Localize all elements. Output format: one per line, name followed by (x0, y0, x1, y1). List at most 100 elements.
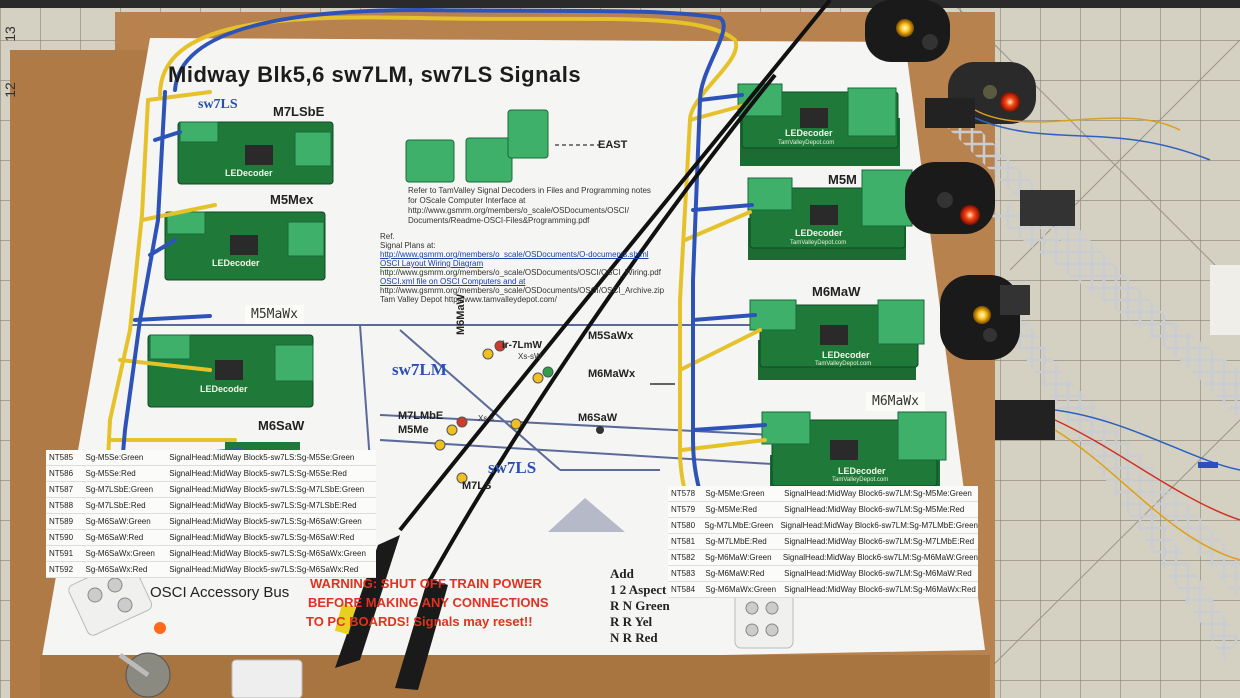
cell-head: SignalHead:MidWay Block5-sw7LS:Sg-M5Se:G… (169, 453, 355, 462)
aspect-line-3: N R Red (610, 630, 658, 645)
table-row: NT585 Sg-M5Se:Green SignalHead:MidWay Bloc… (46, 450, 376, 466)
alligator-clips (334, 535, 448, 690)
blue-marker (1198, 462, 1218, 468)
cell-nt: NT581 (671, 537, 696, 546)
cell-nt: NT579 (671, 505, 696, 514)
cell-sg: Sg-M5Me:Red (705, 505, 757, 514)
pcb-brand-1: LEDecoder (225, 168, 273, 178)
label-m7lsbe: M7LSbE (273, 104, 325, 119)
diagram-label-ir7lmw: ir-7LmW (502, 340, 542, 351)
cell-nt: NT590 (49, 533, 74, 542)
ruler-strip (0, 0, 1240, 8)
loose-terminal-blocks (405, 109, 549, 183)
note-line-1: Refer to TamValley Signal Decoders in Fi… (408, 186, 651, 195)
diagram-label-xs-s: Xs-s (478, 414, 494, 423)
cell-nt: NT584 (671, 585, 696, 594)
aspects-title: Add (610, 566, 634, 581)
pcb-brand-6: LEDecoder (822, 350, 870, 360)
cell-nt: NT587 (49, 485, 74, 494)
aspects-subtitle: 1 2 Aspect (610, 582, 667, 597)
pcb-brand-4: LEDecoder (785, 128, 833, 138)
east-label: EAST (598, 139, 628, 151)
link-3: http://www.gsmrm.org/members/o_scale/OSD… (380, 268, 661, 277)
pcb-brand-7: LEDecoder (838, 466, 886, 476)
pcb-brand-2: LEDecoder (212, 258, 260, 268)
cell-head: SignalHead:MidWay Block5-sw7LS:Sg-M6SaWx… (169, 549, 366, 558)
pcb-brand-5: LEDecoder (795, 228, 843, 238)
cell-head: SignalHead:MidWay Block5-sw7LS:Sg-M6SaW:… (169, 533, 355, 542)
diagram-sw7ls-bottom: sw7LS (488, 458, 537, 477)
note-line-2: for OScale Computer Interface at (408, 196, 526, 205)
label-m6mawx-handwritten: M6MaWx (866, 392, 925, 411)
link-1[interactable]: http://www.gsmrm.org/members/o_scale/OSD… (380, 250, 649, 259)
turnout-symbol (548, 498, 625, 532)
diagram-label-m6mawx: M6MaWx (588, 368, 636, 380)
diagram-label-m5sawx: M5SaWx (588, 330, 634, 342)
mat-diagonals (949, 0, 1240, 698)
cell-head: SignalHead:MidWay Block6-sw7LM:Sg-M5Me:G… (784, 489, 972, 498)
table-row: NT581 Sg-M7LMbE:Red SignalHead:MidWay Bloc… (668, 534, 978, 550)
note-line-3: http://www.gsmrm.org/members/o_scale/OSD… (408, 206, 629, 215)
cell-sg: Sg-M6SaW:Red (85, 533, 144, 542)
ruler-number-13: 13 (1, 26, 18, 42)
cell-head: SignalHead:MidWay Block6-sw7LM:Sg-M7LMbE… (784, 537, 975, 546)
cell-nt: NT585 (49, 453, 74, 462)
pcb-right-3 (749, 299, 925, 380)
pcb-site-6: TamValleyDepot.com (815, 361, 872, 367)
cell-nt: NT588 (49, 501, 74, 510)
cell-nt: NT578 (671, 489, 696, 498)
bottom-cork-edge (40, 655, 990, 698)
signal-head-3 (905, 162, 995, 234)
cell-sg: Sg-M6SaWx:Green (85, 549, 155, 558)
aspect-line-1: R N Green (610, 598, 670, 613)
cell-nt: NT586 (49, 469, 74, 478)
aspect-line-2: R R Yel (610, 614, 653, 629)
sheet-title: Midway Blk5,6 sw7LM, sw7LS Signals (168, 62, 582, 87)
osci-bus-label: OSCI Accessory Bus (150, 584, 290, 601)
cell-sg: Sg-M6SaWx:Red (85, 565, 148, 574)
link-2[interactable]: OSCI Layout Wiring Diagram (380, 259, 484, 268)
cell-sg: Sg-M7LMbE:Green (704, 521, 774, 530)
cell-head: SignalHead:MidWay Block5-sw7LS:Sg-M7LSbE… (169, 501, 357, 510)
pcb-left-2 (164, 211, 326, 281)
cell-nt: NT582 (671, 553, 696, 562)
cell-sg: Sg-M5Se:Green (85, 453, 144, 462)
probe-wires (398, 0, 832, 581)
cell-nt: NT583 (671, 569, 696, 578)
cell-sg: Sg-M7LMbE:Red (705, 537, 767, 546)
cell-head: SignalHead:MidWay Block6-sw7LM:Sg-M6MaW:… (784, 569, 972, 578)
toggle-switch (118, 652, 171, 698)
terminal-strip-bottom (231, 659, 303, 698)
diagram-label-m7ls: M7LS (462, 480, 492, 492)
cell-head: SignalHead:MidWay Block6-sw7LM:Sg-M5Me:R… (784, 505, 965, 514)
diagram-label-m5me: M5Me (398, 424, 429, 436)
cell-sg: Sg-M6MaW:Green (705, 553, 772, 562)
link-5: http://www.gsmrm.org/members/o_scale/OSD… (380, 286, 665, 295)
cell-head: SignalHead:MidWay Block5-sw7LS:Sg-M7LSbE… (169, 485, 365, 494)
table-row: NT590 Sg-M6SaW:Red SignalHead:MidWay Block… (46, 530, 376, 546)
pcb-brand-3: LEDecoder (200, 384, 248, 394)
signal-masts (930, 100, 1240, 660)
note-line-4: Documents/Readme-OSCI-Files&Programming.… (408, 216, 590, 225)
signal-head-1 (865, 0, 950, 62)
label-m5mawx-handwritten: M5MaWx (245, 305, 304, 324)
pcb-site-4: TamValleyDepot.com (778, 140, 835, 146)
diagram-label-m7lmbe: M7LMbE (398, 410, 444, 422)
warning-line-1: WARNING: SHUT OFF TRAIN POWER (310, 576, 542, 591)
diagram-label-m6saw: M6SaW (578, 412, 618, 424)
diagram-sw7ls-top: sw7LS (198, 97, 238, 112)
link-4[interactable]: OSCI.xml file on OSCI Computers and at (380, 277, 526, 286)
label-m6maw-right: M6MaW (812, 284, 861, 299)
label-m5m-right: M5M (828, 172, 857, 187)
cell-sg: Sg-M7LSbE:Red (85, 501, 146, 510)
table-row: NT579 Sg-M5Me:Red SignalHead:MidWay Block6… (668, 502, 978, 518)
